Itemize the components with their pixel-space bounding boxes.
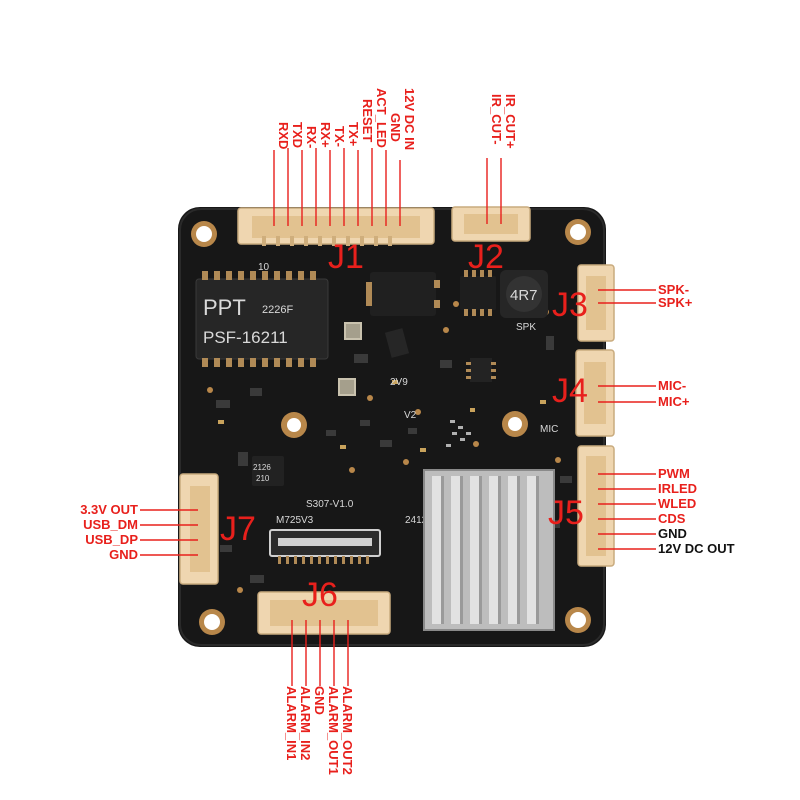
mounting-hole	[199, 609, 225, 635]
j2-designator: J2	[468, 238, 504, 276]
j1-pin-5-label: TX+	[346, 122, 361, 147]
j5-pin-2-label: IRLED	[658, 481, 697, 496]
chip-code-a: 2126	[253, 463, 271, 472]
inductor-code: 4R7	[510, 287, 538, 304]
connector-j2	[451, 206, 531, 242]
connector-j7	[179, 473, 219, 585]
j4-pin-labels: MIC- MIC+	[598, 378, 690, 409]
j7-designator: J7	[220, 510, 256, 548]
regulator-chip	[366, 272, 440, 316]
j7-pin-4-label: GND	[109, 547, 138, 562]
j5-pin-1-label: PWM	[658, 466, 690, 481]
j2-pin-labels: IR_CUT+ IR_CUT-	[486, 94, 518, 224]
mounting-hole	[281, 412, 307, 438]
j5-pin-3-label: WLED	[658, 496, 696, 511]
j4-pin-2-label: MIC+	[658, 394, 690, 409]
connector-j4	[575, 349, 615, 437]
connector-j5	[577, 445, 615, 567]
j1-designator: J1	[328, 238, 364, 276]
silk-spk: SPK	[516, 322, 536, 333]
small-ic	[466, 358, 496, 382]
j1-pin-4-label: RESET	[360, 99, 375, 142]
j6-pin-1-label: ALARM_IN1	[284, 686, 299, 760]
j1-pin-labels: 12V DC IN GND ACT_LED RESET TX+ TX- RX+ …	[273, 88, 417, 226]
silk-model: S307-V1.0	[306, 499, 354, 510]
transformer-brand: PPT	[203, 295, 246, 320]
j3-designator: J3	[552, 286, 588, 324]
j2-pin-1-label: IR_CUT+	[503, 94, 518, 149]
j1-pin-7-label: RX+	[318, 122, 333, 148]
j1-pin-10-label: RXD	[276, 122, 291, 149]
j5-designator: J5	[548, 494, 584, 532]
mosfet-chip	[460, 270, 496, 316]
silk-date: 2412	[405, 515, 428, 526]
clock-chip: 2126 210	[252, 456, 284, 486]
inductor: 4R7	[500, 270, 548, 318]
transformer-code: 2226F	[262, 304, 293, 316]
j4-designator: J4	[552, 372, 588, 410]
j5-pin-6-label: 12V DC OUT	[658, 541, 735, 556]
silk-version: M725V3	[276, 515, 314, 526]
silk-2v9: 2V9	[390, 377, 408, 388]
j6-designator: J6	[302, 576, 338, 614]
j6-pin-4-label: ALARM_OUT1	[326, 686, 341, 775]
j1-pin-1-label: 12V DC IN	[402, 88, 417, 150]
j3-pin-2-label: SPK+	[658, 295, 693, 310]
j5-pin-5-label: GND	[658, 526, 687, 541]
j7-pin-3-label: USB_DP	[85, 532, 138, 547]
j1-pin-9-label: TXD	[290, 122, 305, 148]
j1-pin-8-label: RX-	[304, 126, 319, 148]
j7-pin-labels: 3.3V OUT USB_DM USB_DP GND	[80, 502, 198, 562]
j5-pin-labels: PWM IRLED WLED CDS GND 12V DC OUT	[598, 466, 735, 556]
silk-pin10: 10	[258, 262, 270, 273]
j5-pin-4-label: CDS	[658, 511, 686, 526]
mounting-hole	[565, 219, 591, 245]
chip-code-b: 210	[256, 474, 270, 483]
mounting-hole	[502, 411, 528, 437]
capacitor	[338, 378, 356, 396]
transformer-part: PSF-16211	[203, 328, 288, 347]
j1-pin-2-label: GND	[388, 113, 403, 142]
connector-j6	[257, 591, 391, 635]
j6-pin-labels: ALARM_IN1 ALARM_IN2 GND ALARM_OUT1 ALARM…	[284, 620, 355, 775]
silk-mic: MIC	[540, 424, 558, 435]
fpc-connector	[269, 529, 381, 564]
j3-pin-1-label: SPK-	[658, 282, 689, 297]
mounting-hole	[191, 221, 217, 247]
ethernet-transformer: PPT 2226F PSF-16211	[195, 271, 329, 367]
heatsink	[423, 469, 555, 631]
mounting-hole	[565, 607, 591, 633]
j1-pin-3-label: ACT_LED	[374, 88, 389, 148]
j6-pin-5-label: ALARM_OUT2	[340, 686, 355, 775]
j6-pin-3-label: GND	[312, 686, 327, 715]
j7-pin-2-label: USB_DM	[83, 517, 138, 532]
j1-pin-6-label: TX-	[332, 126, 347, 147]
silk-v2: V2	[404, 410, 417, 421]
j2-pin-2-label: IR_CUT-	[489, 94, 504, 145]
connector-j1	[237, 207, 435, 246]
j6-pin-2-label: ALARM_IN2	[298, 686, 313, 760]
j7-pin-1-label: 3.3V OUT	[80, 502, 138, 517]
sot-chip	[384, 328, 410, 358]
j3-pin-labels: SPK- SPK+	[598, 282, 693, 310]
j4-pin-1-label: MIC-	[658, 378, 686, 393]
capacitor	[344, 322, 362, 340]
